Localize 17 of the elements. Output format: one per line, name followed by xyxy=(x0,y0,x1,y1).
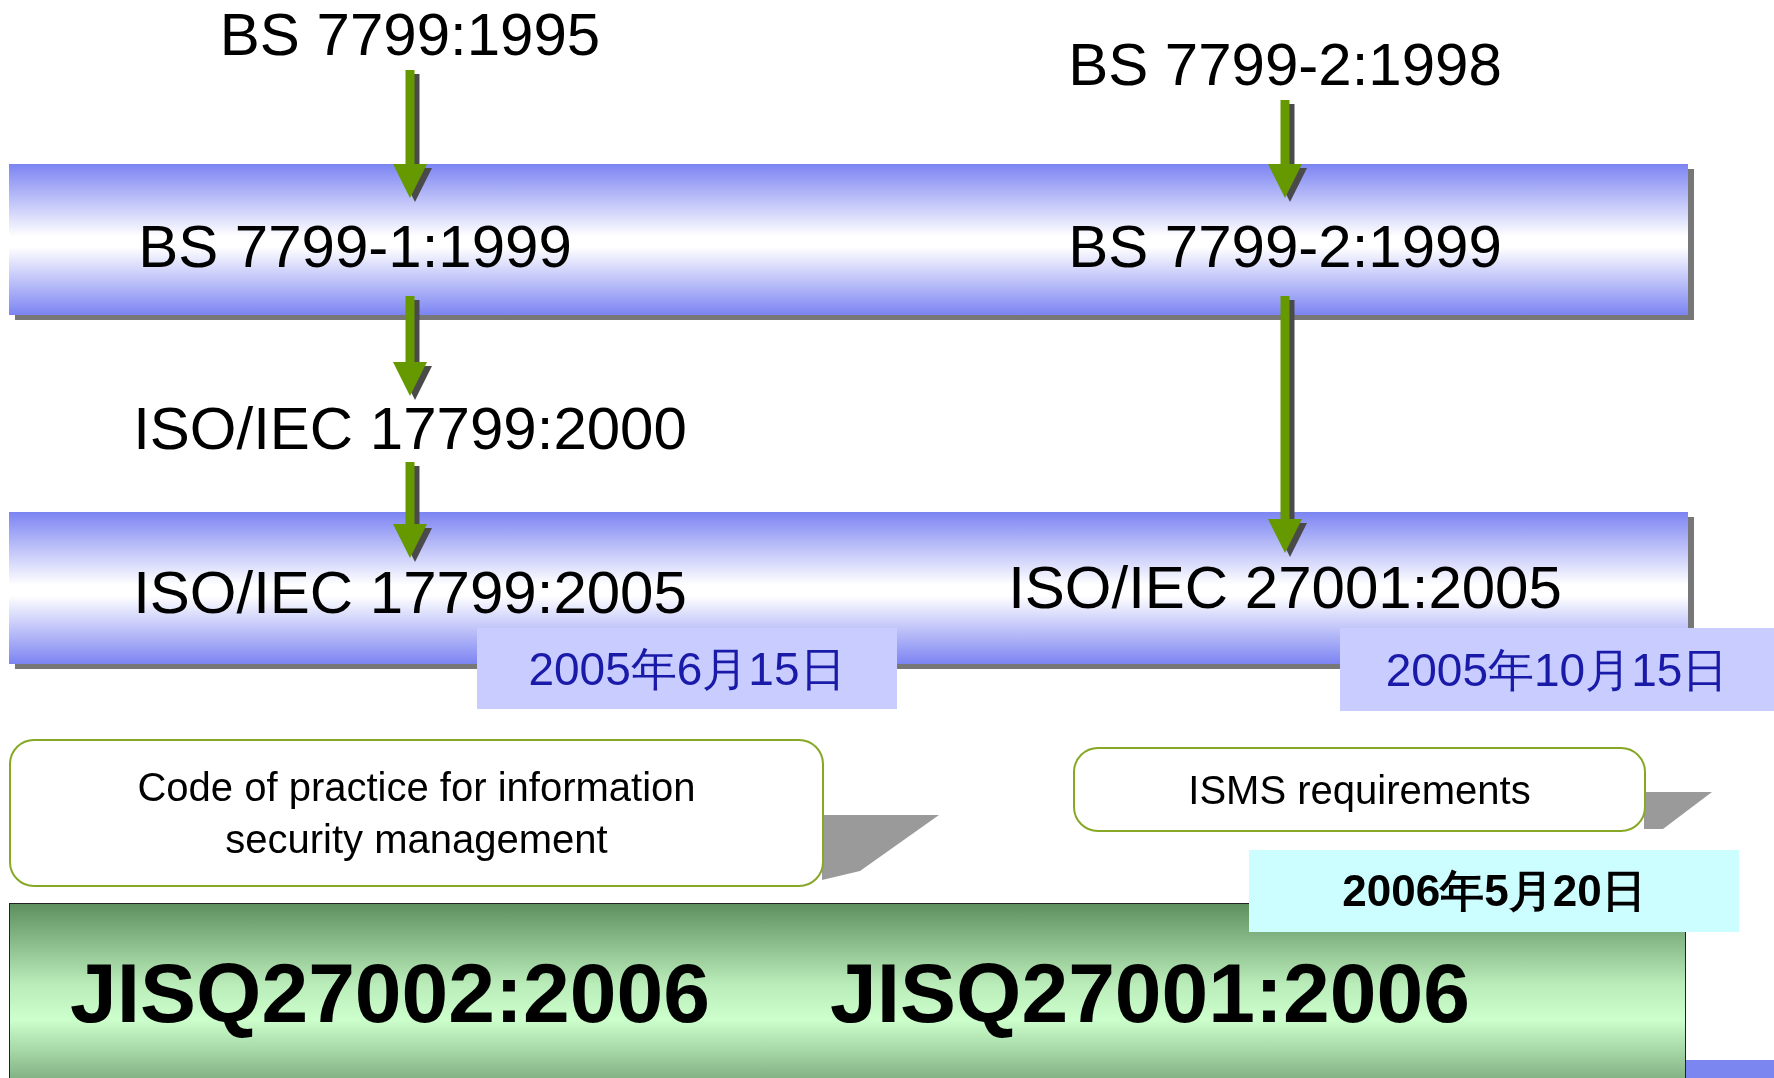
arrow xyxy=(393,70,427,198)
arrow xyxy=(1268,296,1302,553)
arrow xyxy=(1268,100,1302,198)
standard-label: BS 7799-2:1999 xyxy=(1050,200,1520,294)
standard-label: ISO/IEC 17799:2005 xyxy=(90,560,730,626)
standard-label: BS 7799:1995 xyxy=(190,2,630,68)
standard-label: BS 7799-1:1999 xyxy=(120,200,590,294)
date-box: 2005年10月15日 xyxy=(1340,628,1774,711)
standard-title: JISQ27002:2006 xyxy=(70,945,710,1042)
standard-label: BS 7799-2:1998 xyxy=(1050,32,1520,98)
date-box: 2005年6月15日 xyxy=(477,628,897,709)
standard-title: JISQ27001:2006 xyxy=(830,945,1470,1042)
arrow xyxy=(393,296,427,396)
date-box: 2006年5月20日 xyxy=(1249,850,1739,932)
standard-label: ISO/IEC 17799:2000 xyxy=(90,398,730,460)
standard-label: ISO/IEC 27001:2005 xyxy=(990,555,1580,621)
arrow xyxy=(393,462,427,558)
